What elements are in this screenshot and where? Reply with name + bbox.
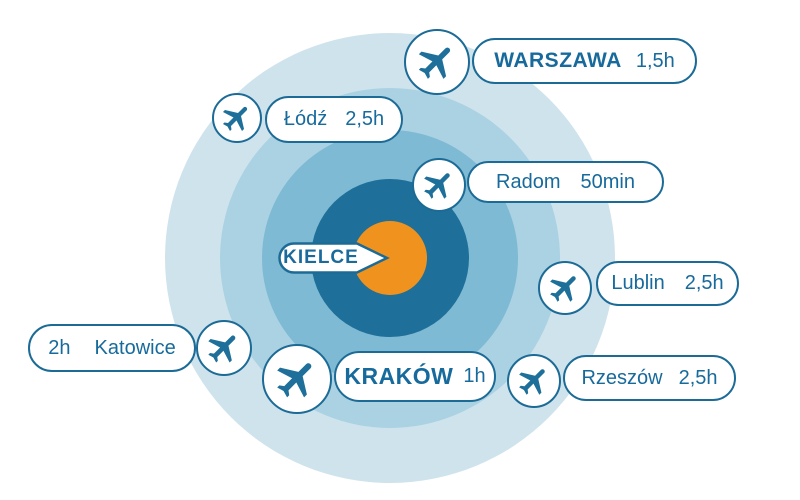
travel-time: 1h	[463, 365, 486, 387]
lodz-label: Łódź 2,5h	[265, 96, 403, 143]
city-name: KRAKÓW	[344, 363, 454, 389]
airplane-icon	[418, 47, 451, 79]
lublin-plane-badge	[538, 261, 592, 315]
katowice-label: 2h Katowice	[28, 324, 196, 372]
warszawa-label: WARSZAWA 1,5h	[472, 38, 697, 84]
krakow-plane-badge	[262, 344, 332, 414]
warszawa-plane-badge	[404, 29, 470, 95]
airplane-icon	[222, 106, 248, 132]
travel-time: 2,5h	[684, 272, 724, 294]
hub-label-kielce: KIELCE	[278, 242, 390, 274]
airplane-icon	[519, 369, 545, 395]
travel-time: 50min	[580, 170, 635, 193]
city-name: Łódź	[283, 108, 328, 130]
airplane-icon	[424, 173, 450, 199]
airplane-icon	[208, 335, 236, 363]
airplane-icon	[550, 276, 576, 302]
city-name: Radom	[496, 170, 561, 193]
hub-label-text: KIELCE	[283, 247, 359, 268]
city-name: Rzeszów	[581, 366, 663, 389]
arrow-right-shape	[278, 242, 390, 274]
rzeszow-label: Rzeszów 2,5h	[563, 355, 736, 401]
travel-time: 2h	[48, 336, 71, 359]
radom-plane-badge	[412, 158, 466, 212]
city-name: Lublin	[611, 272, 665, 294]
rzeszow-plane-badge	[507, 354, 561, 408]
city-name: Katowice	[94, 336, 176, 359]
lublin-label: Lublin 2,5h	[596, 261, 739, 306]
travel-time: 1,5h	[635, 49, 675, 72]
travel-time: 2,5h	[345, 108, 385, 130]
travel-time: 2,5h	[678, 366, 718, 389]
city-name: WARSZAWA	[494, 49, 622, 72]
airplane-icon	[277, 363, 312, 398]
lodz-plane-badge	[212, 93, 262, 143]
katowice-plane-badge	[196, 320, 252, 376]
krakow-label: KRAKÓW 1h	[334, 351, 496, 402]
radom-label: Radom 50min	[467, 161, 664, 203]
